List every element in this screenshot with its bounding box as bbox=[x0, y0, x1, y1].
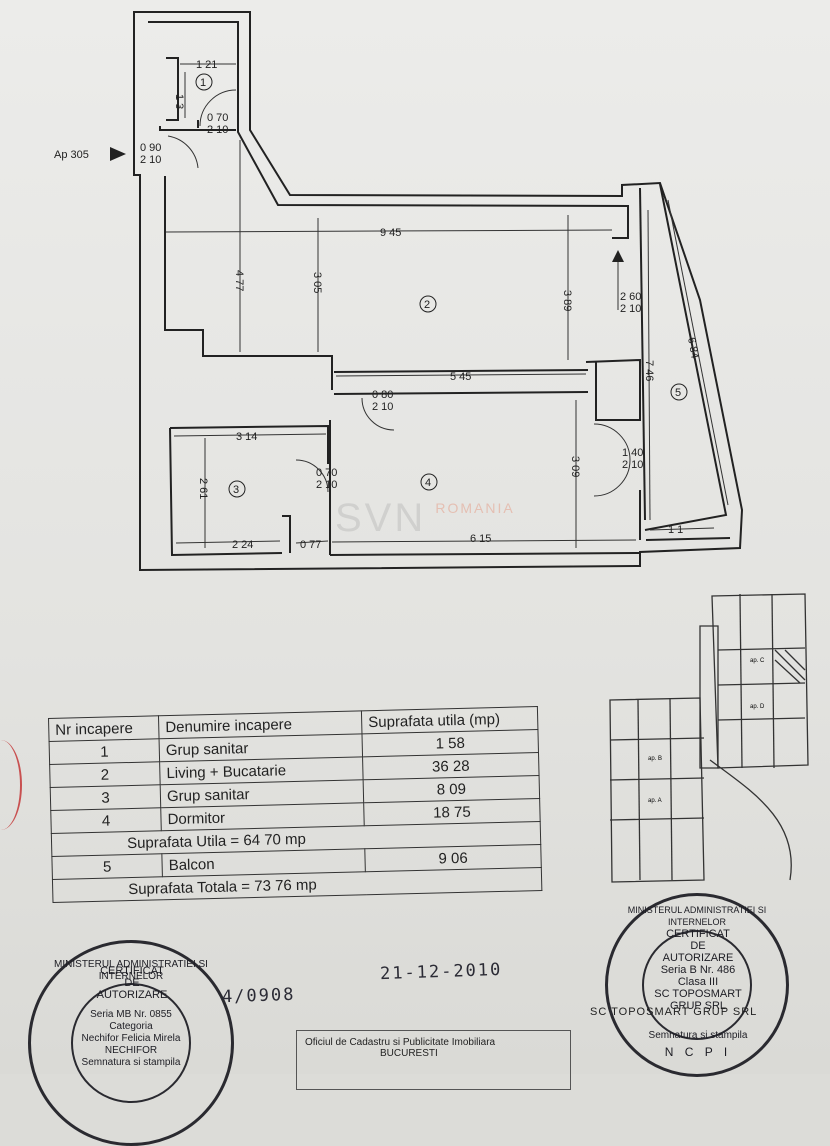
red-mark bbox=[0, 740, 22, 830]
svg-text:1 40: 1 40 bbox=[622, 447, 643, 459]
room-number: 3 bbox=[233, 484, 239, 496]
inner-wall bbox=[166, 57, 179, 121]
svg-text:0 80: 0 80 bbox=[372, 389, 393, 401]
svg-text:0 77: 0 77 bbox=[300, 539, 321, 551]
svg-text:0 70: 0 70 bbox=[316, 467, 337, 479]
svg-text:5 45: 5 45 bbox=[450, 371, 471, 383]
svg-text:0 70: 0 70 bbox=[207, 112, 228, 124]
inner-wall bbox=[585, 358, 641, 421]
svg-text:2 10: 2 10 bbox=[207, 124, 228, 136]
svg-text:6 15: 6 15 bbox=[470, 533, 491, 545]
svg-text:2 60: 2 60 bbox=[620, 291, 641, 303]
inner-wall bbox=[164, 176, 333, 390]
svg-text:2 10: 2 10 bbox=[140, 154, 161, 166]
inner-wall bbox=[169, 427, 283, 557]
inner-wall bbox=[282, 515, 291, 553]
inner-wall bbox=[329, 552, 641, 556]
key-plan: ap. C ap. D ap. B ap. A bbox=[609, 593, 809, 883]
area-table: Nr incapere Denumire incapere Suprafata … bbox=[48, 706, 542, 903]
company-name: SC TOPOSMART GRUP SRL bbox=[590, 1006, 758, 1018]
inner-wall bbox=[169, 424, 329, 464]
inner-wall bbox=[333, 369, 589, 373]
arrow-icon bbox=[110, 147, 126, 161]
inner-wall bbox=[645, 537, 731, 541]
svg-text:9 45: 9 45 bbox=[380, 227, 401, 239]
arrow-icon bbox=[612, 250, 624, 262]
svg-text:1 21: 1 21 bbox=[196, 59, 217, 71]
authorization-stamp: MINISTERUL ADMINISTRATIEI SI INTERNELOR … bbox=[605, 893, 789, 1077]
svg-text:3 14: 3 14 bbox=[236, 431, 257, 443]
svg-text:2 24: 2 24 bbox=[232, 539, 253, 551]
ocpi-stamp: Oficiul de Cadastru si Publicitate Imobi… bbox=[296, 1030, 571, 1090]
inner-wall bbox=[639, 187, 646, 521]
svg-text:7 46: 7 46 bbox=[643, 360, 655, 381]
outer-wall bbox=[133, 11, 744, 572]
authorization-stamp: MINISTERUL ADMINISTRATIEI SI INTERNELOR … bbox=[28, 940, 234, 1146]
svg-text:2 10: 2 10 bbox=[316, 479, 337, 491]
inner-wall bbox=[148, 21, 629, 239]
inner-wall bbox=[159, 126, 236, 131]
room-number: 1 bbox=[200, 77, 206, 89]
svg-text:6 84: 6 84 bbox=[685, 336, 701, 359]
registration-date: 21-12-2010 bbox=[379, 959, 503, 985]
room-number: 2 bbox=[424, 299, 430, 311]
svg-text:2 10: 2 10 bbox=[622, 459, 643, 471]
svg-text:3 05: 3 05 bbox=[311, 272, 323, 293]
svg-text:1 1: 1 1 bbox=[668, 524, 683, 536]
registration-number: 4/0908 bbox=[221, 984, 296, 1008]
keyplan-label: ap. D bbox=[750, 704, 765, 710]
watermark-text: ROMANIA bbox=[435, 500, 515, 516]
svg-text:3 89: 3 89 bbox=[561, 290, 573, 311]
svg-text:2 61: 2 61 bbox=[197, 478, 209, 499]
inner-wall bbox=[644, 183, 728, 531]
svg-text:4 77: 4 77 bbox=[233, 270, 245, 291]
apartment-label: Ap 305 bbox=[54, 149, 89, 161]
svg-text:0 90: 0 90 bbox=[140, 142, 161, 154]
keyplan-label: ap. B bbox=[648, 756, 662, 762]
keyplan-label: ap. A bbox=[648, 798, 662, 804]
inner-wall bbox=[333, 391, 589, 395]
keyplan-label: ap. C bbox=[750, 658, 765, 664]
svg-text:3 09: 3 09 bbox=[569, 456, 581, 477]
room-number: 5 bbox=[675, 387, 681, 399]
floor-plan: Ap 305 0 90 2 10 1 21 1 3 0 70 2 10 9 45… bbox=[54, 11, 744, 572]
svg-text:1 3: 1 3 bbox=[173, 94, 185, 109]
watermark-logo: SVN bbox=[335, 496, 427, 540]
svg-text:2 10: 2 10 bbox=[372, 401, 393, 413]
svg-text:2 10: 2 10 bbox=[620, 303, 641, 315]
room-number: 4 bbox=[425, 477, 431, 489]
